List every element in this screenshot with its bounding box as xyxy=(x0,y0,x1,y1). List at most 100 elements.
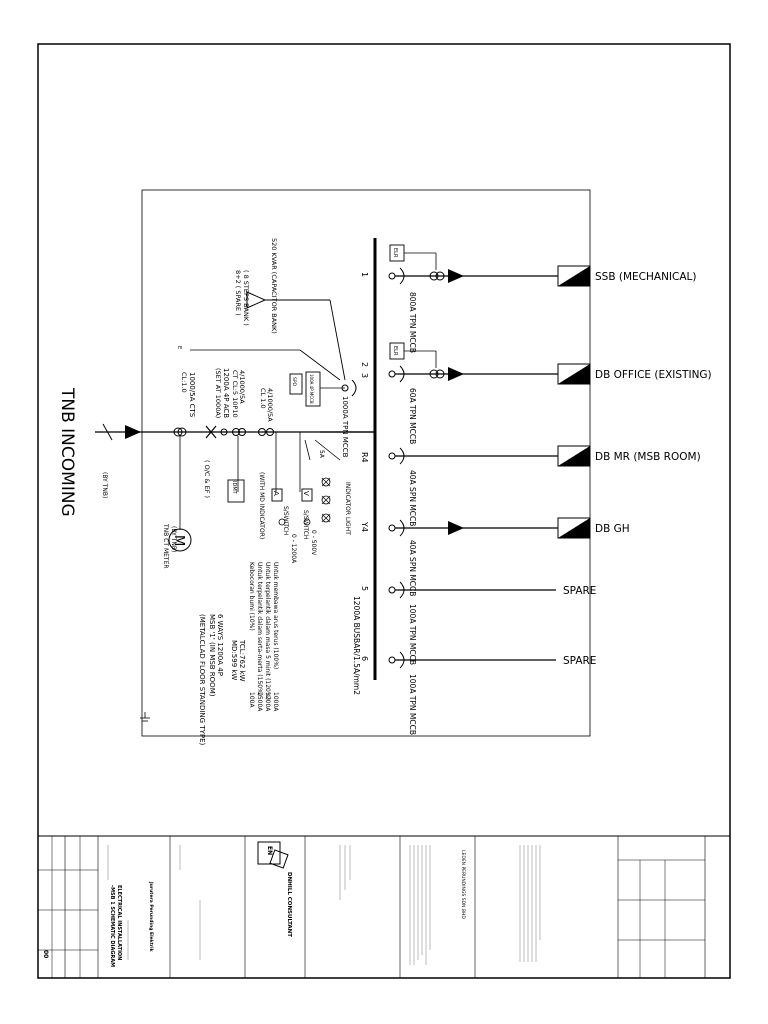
acb-contact xyxy=(220,428,228,436)
ct-circle xyxy=(177,427,187,437)
legend-line-4: Kebocoran bumi (10%) xyxy=(248,562,255,631)
title-drawing: -MSB 1 SCHEMATIC DIAGRAM xyxy=(109,885,115,967)
idmt-relay xyxy=(227,479,245,503)
spd-label: SPD xyxy=(291,377,297,387)
ct2: 4/1000/5A xyxy=(266,388,274,422)
title-block-fine-print xyxy=(107,845,541,965)
elr-1: ELR xyxy=(392,248,398,258)
fuse-lead xyxy=(304,439,311,461)
consultant-abbr: EN xyxy=(266,846,273,855)
capacitor-bank-icon xyxy=(246,291,267,309)
breaker-5: 100A TPN MCCB xyxy=(408,604,417,665)
incoming-title: TNB INCOMING xyxy=(57,387,77,517)
msb-desc-3: (METALCLAD FLOOR STANDING TYPE) xyxy=(198,614,206,745)
indicator-label: INDICATOR LIGHT xyxy=(344,482,351,535)
legend-line-2: Untuk terpelantik dalam masa 5 minit (12… xyxy=(264,562,271,700)
breaker-1: 800A TPN MCCB xyxy=(408,292,417,353)
voltmeter-symbol: V xyxy=(302,491,310,496)
capacitor-spare: 8+2 ( SPARE ) xyxy=(234,270,242,316)
ammeter-note: (WITH MD INDICATOR) xyxy=(258,472,265,539)
ammeter-symbol: A xyxy=(272,491,280,496)
elr-2: ELR xyxy=(392,346,398,356)
legend-value-2: 1200A xyxy=(264,692,271,712)
tcl-label: TCL:762 kW xyxy=(238,639,246,682)
feeder-5 xyxy=(388,581,556,599)
feeder-num-2: 2 xyxy=(360,362,369,367)
main-mccb-label: 1000A TPN MCCB xyxy=(341,396,349,458)
phase-y: Y4 xyxy=(360,521,369,532)
feeder-3 xyxy=(388,445,591,467)
capacitor-rating: 520 KVAR (CAPACITOR BANK) xyxy=(270,238,278,334)
title-client: Jurutera Perunding Elektrik xyxy=(148,881,154,953)
ammeter xyxy=(271,488,283,502)
selector-switch xyxy=(278,518,286,526)
ct-class: CT CL:5 10P10 xyxy=(231,370,239,418)
voltmeter xyxy=(301,488,313,502)
legend-line-1: Untuk membawa arus terus (100%) xyxy=(272,562,279,669)
breaker-4: 40A SPN MCCB xyxy=(408,540,417,596)
ct-cts: 4/1000/5A xyxy=(238,370,246,404)
title-project: ELECTRICAL INSTALLATION xyxy=(116,885,122,960)
idmt-label: IDMT xyxy=(231,481,237,495)
volt-range: 0 - 500V xyxy=(310,530,317,556)
msb-desc-1: 6 WAYS 1200A 4P xyxy=(216,614,224,676)
incoming-arrow xyxy=(125,425,141,439)
legend-value-3: 1500A xyxy=(256,692,263,712)
legend-value-4: 100A xyxy=(248,692,255,708)
title-notes: LEDEN PERUNDINGS SDN BHD xyxy=(460,850,466,919)
feeder-num-5: 5 xyxy=(360,586,369,591)
feeder-num-3: 3 xyxy=(360,373,369,378)
md-label: MD:599 kW xyxy=(230,640,238,680)
feeder-target-3: DB MR (MSB ROOM) xyxy=(595,451,701,463)
tnb-meter-symbol: M xyxy=(171,535,186,546)
amm-range: 0 - 1200A xyxy=(290,534,297,564)
tnb-meter xyxy=(168,528,192,552)
indicator-light-icon xyxy=(321,477,331,523)
amm-switch: S/SWITCH xyxy=(282,506,289,535)
fuse-label: 5A xyxy=(318,450,325,459)
capacitor-cable xyxy=(329,299,346,381)
breaker-6: 100A TPN MCCB xyxy=(408,674,417,735)
feeder-1 xyxy=(388,244,591,287)
cts-class: CL:1.0 xyxy=(180,372,188,393)
feeder-4 xyxy=(388,517,591,539)
drawing-number: 00 xyxy=(42,950,49,958)
legend-line-3: Untuk terpelantik dalam serta-merta (150… xyxy=(256,562,263,696)
feeder-target-5: SPARE xyxy=(563,585,596,597)
title-block xyxy=(37,835,731,979)
metering-ct xyxy=(266,428,274,436)
acb-rating: 1200A 4P ACB xyxy=(222,368,230,418)
cap-breaker-label: 100A 4P MCCB xyxy=(309,374,314,404)
feeder-target-6: SPARE xyxy=(563,655,596,667)
capacitor-steps: ( 8 STEPS BANK ) xyxy=(242,270,250,326)
meter-label: TNB CT METER xyxy=(162,523,169,569)
acb-setting: (SET AT 1000A) xyxy=(214,368,222,418)
busbar-label: 1200A BUSBAR/1.5A/mm2 xyxy=(352,596,361,695)
by-tnb-2: (BY TNB) xyxy=(170,526,177,552)
indicator-lead xyxy=(314,439,341,461)
feeder-2 xyxy=(388,342,591,385)
acb-cross xyxy=(205,425,217,439)
consultant-logo xyxy=(257,841,289,869)
feeder-target-2: DB OFFICE (EXISTING) xyxy=(595,369,712,381)
earth-label: E xyxy=(176,346,182,349)
earth-icon xyxy=(140,712,150,722)
legend-value-1: 1000A xyxy=(272,692,279,712)
cap-breaker-box xyxy=(305,371,321,407)
feeder-num-6: 6 xyxy=(360,656,369,661)
spd-box xyxy=(289,373,303,395)
feeder-6 xyxy=(388,651,556,669)
main-mccb-arc xyxy=(351,379,357,397)
ct-circle xyxy=(173,427,183,437)
msb-desc-2: MSB '1' (IN MSB ROOM) xyxy=(208,614,216,697)
acb-protection: ( O/C & EF ) xyxy=(203,460,211,498)
feeder-num-1: 1 xyxy=(360,272,369,277)
cts-label: 1000/5A CTS xyxy=(188,372,196,418)
spd-lead xyxy=(299,349,341,381)
acb-ct xyxy=(238,428,246,436)
feeder-target-1: SSB (MECHANICAL) xyxy=(595,271,696,283)
volt-switch: S/SWITCH xyxy=(302,510,309,539)
breaker-3: 40A SPN MCCB xyxy=(408,470,417,526)
feeder-target-4: DB GH xyxy=(595,523,630,535)
